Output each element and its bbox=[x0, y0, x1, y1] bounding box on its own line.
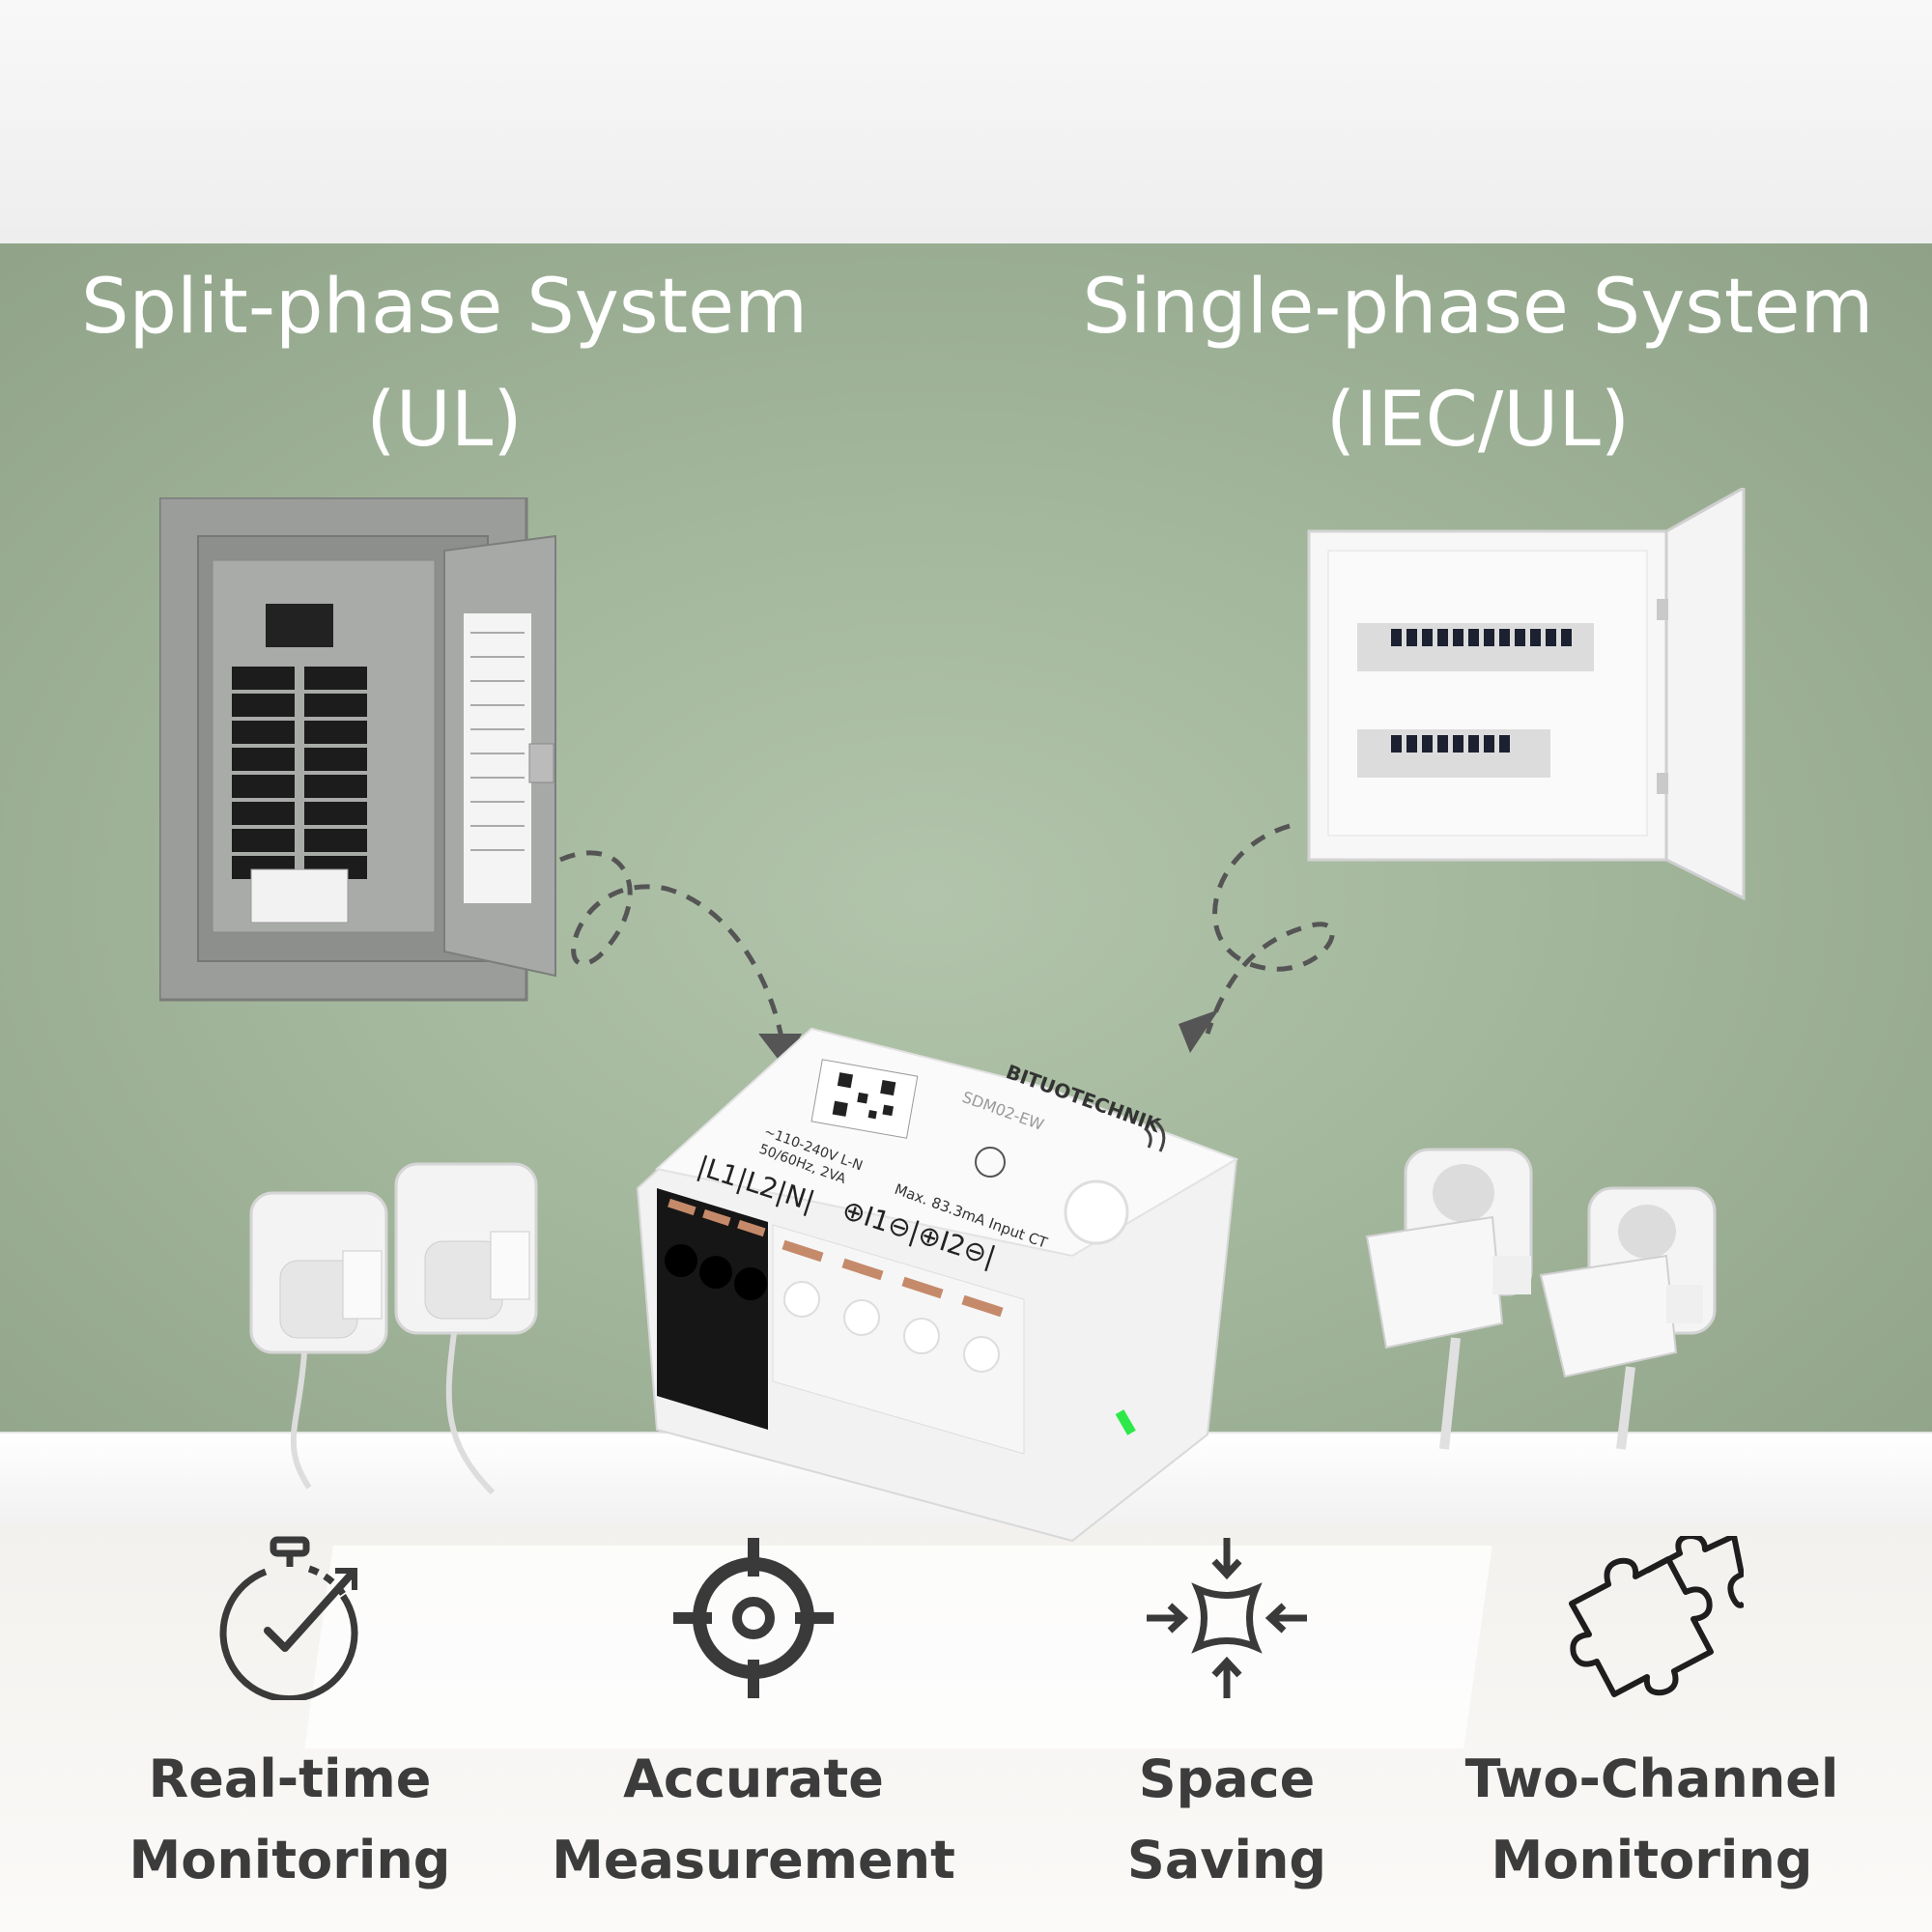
feature-2-line1: Accurate bbox=[623, 1748, 884, 1809]
feature-4-line1: Two-Channel bbox=[1464, 1748, 1839, 1809]
ct-clamps-left-image bbox=[249, 1162, 538, 1495]
wifi-icon bbox=[1144, 1119, 1166, 1152]
feature-two-channel-monitoring: Two-Channel Monitoring bbox=[1449, 1536, 1855, 1901]
ct-terminal-levers bbox=[781, 1239, 1004, 1318]
feature-2-line2: Measurement bbox=[552, 1830, 955, 1890]
status-led bbox=[1115, 1409, 1136, 1435]
feature-1-line2: Monitoring bbox=[128, 1830, 451, 1890]
compress-icon bbox=[1147, 1538, 1307, 1698]
single-phase-standard: (IEC/UL) bbox=[1325, 377, 1631, 464]
split-phase-heading: Split-phase System (UL) bbox=[39, 251, 850, 477]
split-phase-standard: (UL) bbox=[366, 377, 523, 464]
feature-3-line2: Saving bbox=[1126, 1830, 1327, 1890]
target-icon bbox=[673, 1538, 834, 1698]
ceiling-background bbox=[0, 0, 1932, 243]
ct-clamps-right-image bbox=[1365, 1148, 1717, 1450]
feature-3-line1: Space bbox=[1138, 1748, 1316, 1809]
registered-mark-icon bbox=[975, 1147, 1006, 1178]
single-phase-consumer-unit-image bbox=[1307, 488, 1746, 901]
feature-space-saving: Space Saving bbox=[1024, 1536, 1430, 1901]
arrow-head-right-icon bbox=[1179, 1009, 1219, 1053]
split-phase-title: Split-phase System bbox=[80, 264, 809, 351]
puzzle-icon bbox=[1569, 1536, 1744, 1697]
feature-accurate-measurement: Accurate Measurement bbox=[551, 1536, 956, 1901]
feature-real-time-monitoring: Real-time Monitoring bbox=[87, 1536, 493, 1901]
stopwatch-icon bbox=[219, 1536, 358, 1700]
feature-4-line2: Monitoring bbox=[1491, 1830, 1813, 1890]
arrow-head-left-icon bbox=[758, 1034, 802, 1067]
energy-meter-device: BITUOTECHNIK SDM02-EW ~110-240V L-N 50/6… bbox=[636, 1027, 1239, 1543]
power-terminal-levers bbox=[668, 1198, 766, 1237]
feature-1-line1: Real-time bbox=[148, 1748, 432, 1809]
device-button bbox=[1064, 1179, 1129, 1245]
split-phase-breaker-panel-image bbox=[159, 497, 556, 1002]
single-phase-heading: Single-phase System (IEC/UL) bbox=[1043, 251, 1913, 477]
single-phase-title: Single-phase System bbox=[1082, 264, 1874, 351]
ct-terminal-block bbox=[772, 1224, 1025, 1455]
